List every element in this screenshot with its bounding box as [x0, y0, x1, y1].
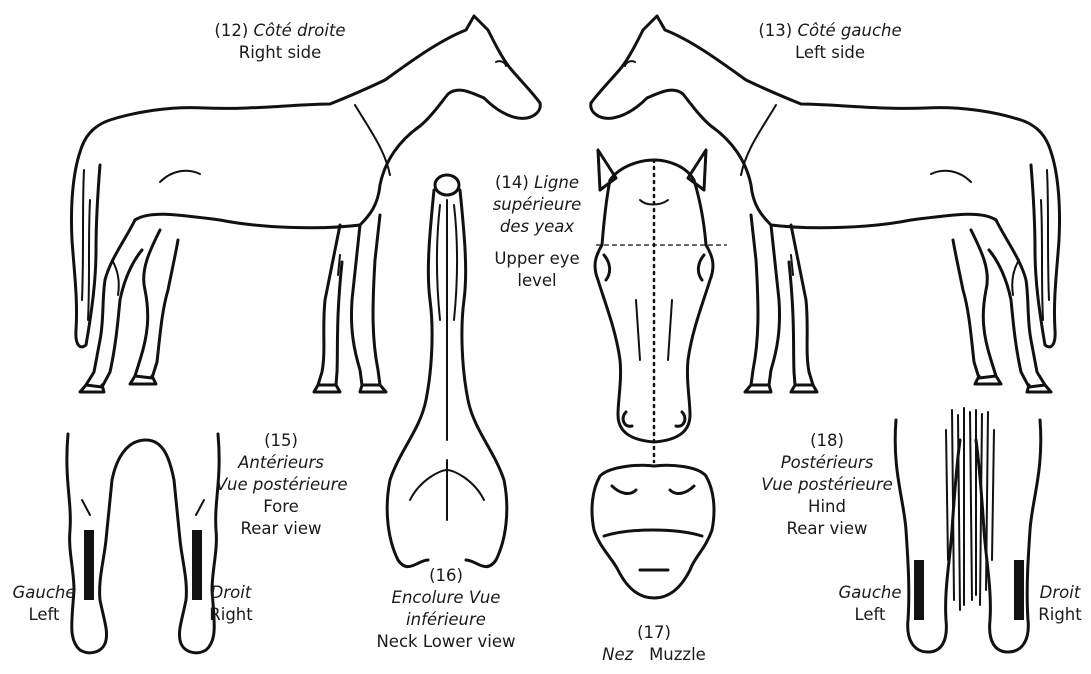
label-muzzle-fr: Nez [602, 645, 633, 664]
hind-legs-rear-figure [895, 408, 1041, 652]
label-muzzle: (17) Nez Muzzle [584, 622, 724, 666]
label-fore-fr1: Antérieurs [238, 453, 324, 472]
label-muzzle-en: Muzzle [649, 645, 706, 664]
label-hind-fr2: Vue postérieure [761, 475, 893, 494]
label-fore-right-en: Right [196, 604, 266, 626]
label-left-side-fr: Côté gauche [797, 21, 901, 40]
label-fore-num: (15) [216, 430, 346, 452]
label-upper-eye-en2: level [472, 270, 602, 292]
label-hind-fr1: Postérieurs [781, 453, 874, 472]
label-neck-fr2: inférieure [406, 610, 486, 629]
label-fore-en2: Rear view [216, 518, 346, 540]
label-fore-left-en: Left [4, 604, 84, 626]
label-fore-right-fr: Droit [211, 583, 252, 602]
label-fore-right: Droit Right [196, 582, 266, 626]
label-fore-fr2: Vue postérieure [216, 475, 348, 494]
label-upper-eye-num: (14) [495, 173, 529, 192]
label-fore: (15) Antérieurs Vue postérieure Fore Rea… [216, 430, 346, 540]
horse-muzzle-figure [592, 465, 714, 598]
label-hind-en2: Rear view [752, 518, 902, 540]
label-neck: (16) Encolure Vue inférieure Neck Lower … [356, 565, 536, 653]
label-upper-eye-en1: Upper eye [472, 248, 602, 270]
label-neck-en: Neck Lower view [356, 631, 536, 653]
label-hind-left-en: Left [830, 604, 910, 626]
label-left-side-en: Left side [740, 42, 920, 64]
label-hind-right-fr: Droit [1040, 583, 1081, 602]
label-fore-left-fr: Gauche [12, 583, 75, 602]
label-hind-en1: Hind [752, 496, 902, 518]
label-right-side: (12) Côté droite Right side [190, 20, 370, 64]
horse-head-front-figure [595, 150, 727, 462]
label-hind-left: Gauche Left [830, 582, 910, 626]
label-upper-eye-fr3: des yeax [500, 217, 574, 236]
label-right-side-en: Right side [190, 42, 370, 64]
label-upper-eye-fr2: supérieure [493, 195, 582, 214]
label-fore-en1: Fore [216, 496, 346, 518]
label-upper-eye-fr1: Ligne [534, 173, 579, 192]
label-neck-fr1: Encolure Vue [392, 588, 501, 607]
label-left-side: (13) Côté gauche Left side [740, 20, 920, 64]
label-hind-right: Droit Right [1030, 582, 1090, 626]
label-right-side-fr: Côté droite [254, 21, 346, 40]
label-upper-eye: (14) Ligne supérieure des yeax Upper eye… [472, 172, 602, 292]
label-hind: (18) Postérieurs Vue postérieure Hind Re… [752, 430, 902, 540]
label-hind-right-en: Right [1030, 604, 1090, 626]
label-right-side-num: (12) [214, 21, 248, 40]
label-left-side-num: (13) [758, 21, 792, 40]
label-hind-num: (18) [752, 430, 902, 452]
label-hind-left-fr: Gauche [838, 583, 901, 602]
label-neck-num: (16) [356, 565, 536, 587]
horse-right-side-figure [71, 16, 540, 392]
label-muzzle-num: (17) [584, 622, 724, 644]
label-fore-left: Gauche Left [4, 582, 84, 626]
